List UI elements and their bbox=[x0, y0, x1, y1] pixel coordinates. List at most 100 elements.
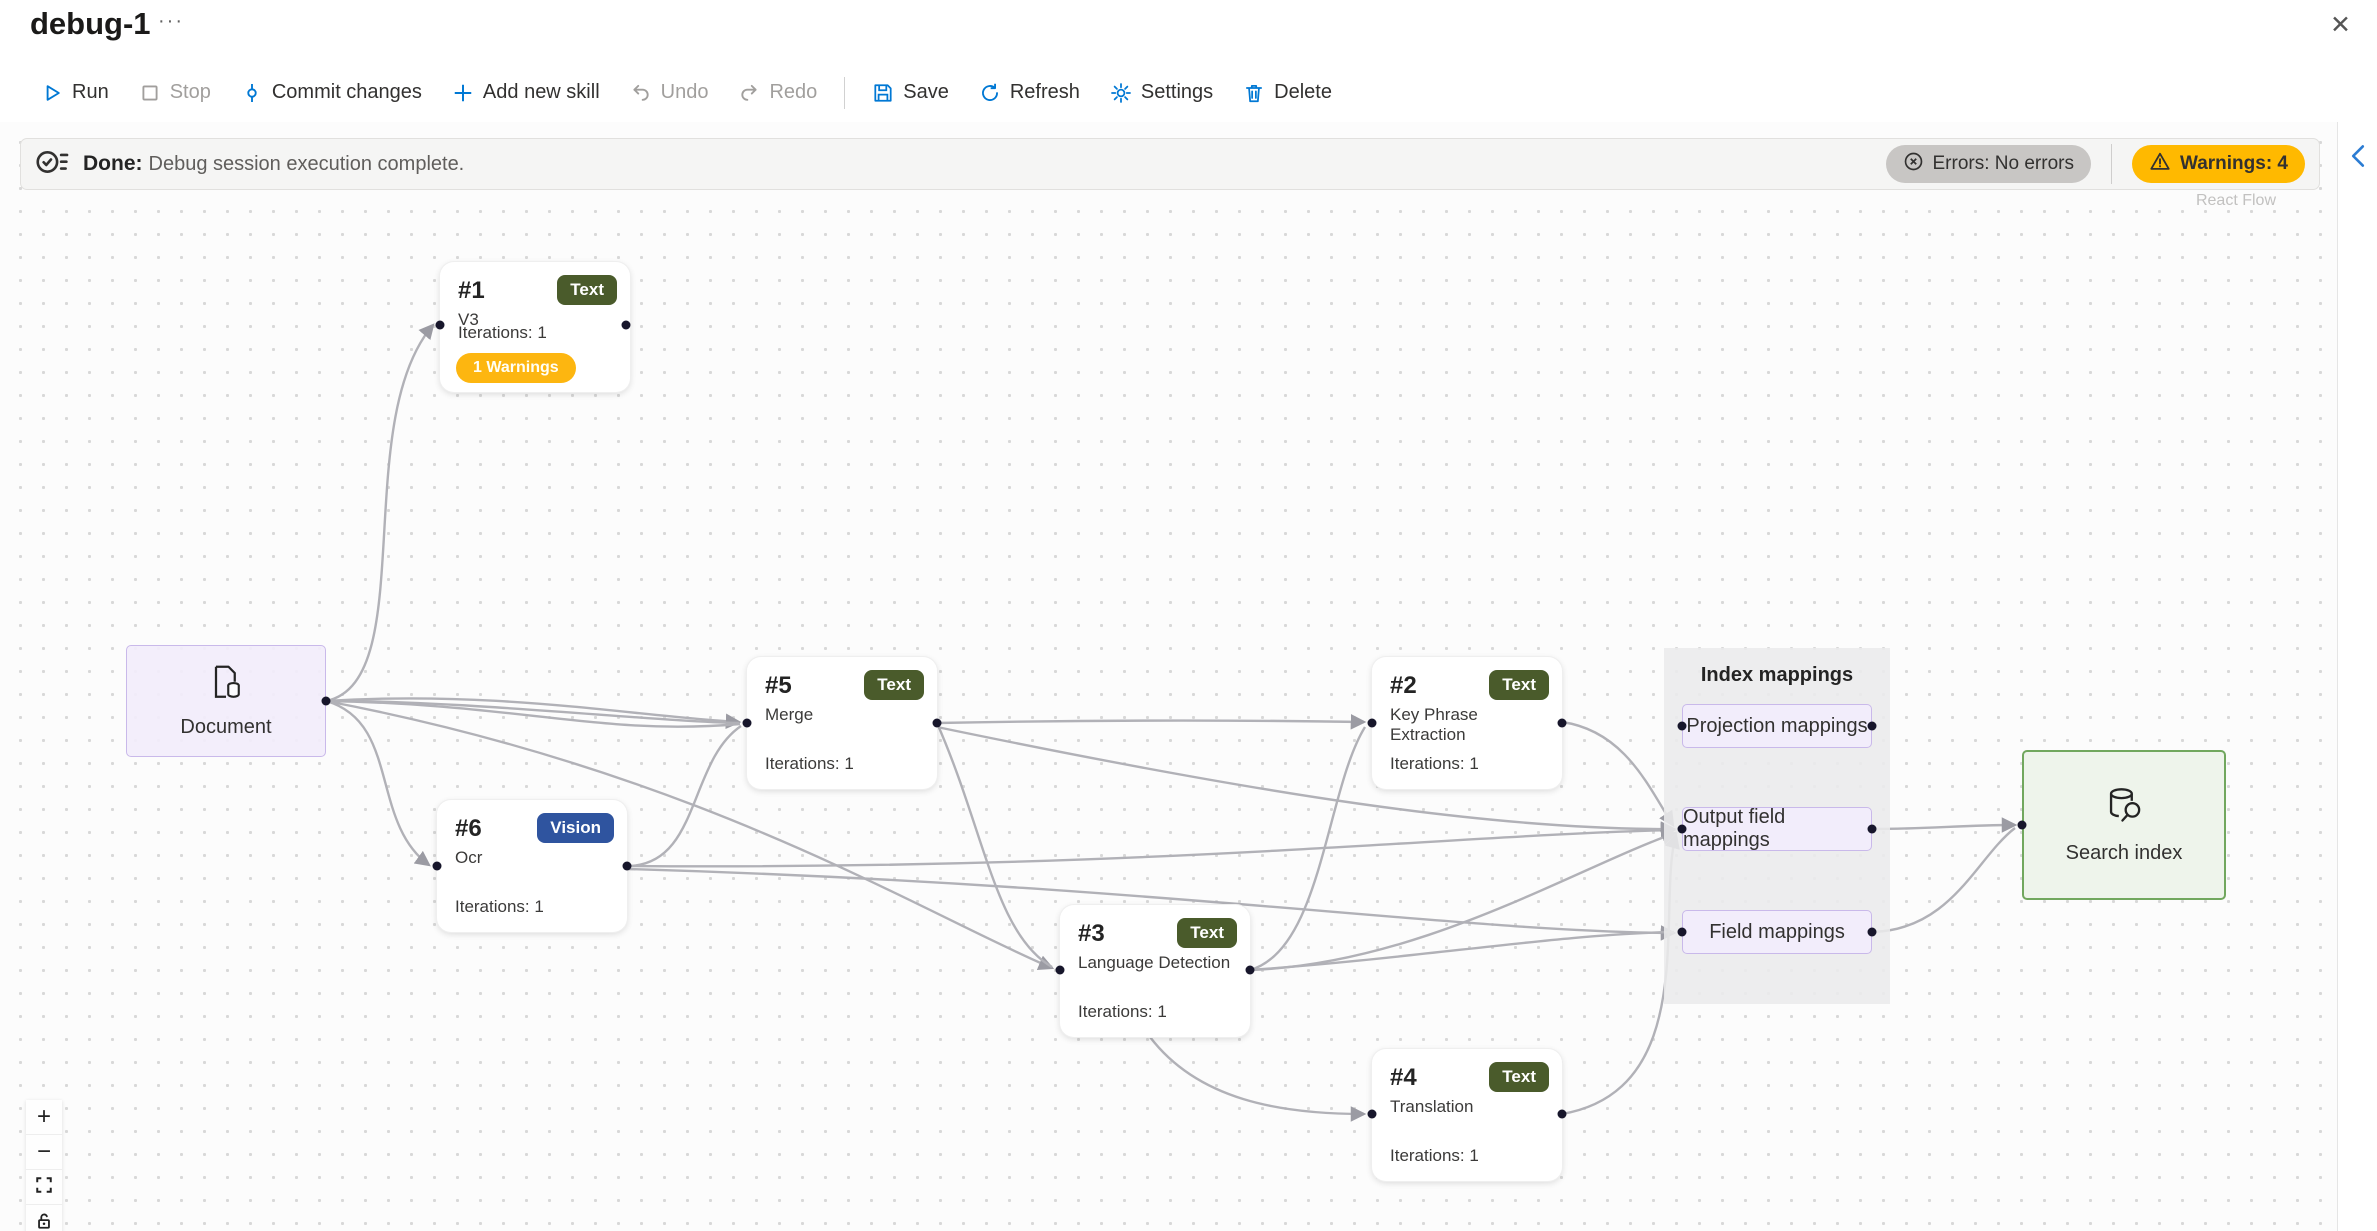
save-icon bbox=[872, 82, 894, 104]
run-button[interactable]: Run bbox=[26, 71, 124, 115]
handle-outputmappings-in[interactable] bbox=[1677, 824, 1687, 834]
document-label: Document bbox=[180, 715, 272, 738]
edge-skill5-skill3 bbox=[935, 722, 1053, 969]
handle-skill2-out[interactable] bbox=[1557, 718, 1567, 728]
handle-document-out[interactable] bbox=[321, 696, 331, 706]
settings-button[interactable]: Settings bbox=[1095, 71, 1228, 115]
flow-canvas[interactable]: React Flow bbox=[0, 122, 2338, 1231]
refresh-button[interactable]: Refresh bbox=[964, 71, 1095, 115]
handle-skill3-in[interactable] bbox=[1055, 965, 1065, 975]
warnings-badge[interactable]: Warnings: 4 bbox=[2131, 145, 2305, 183]
node-skill-6[interactable]: #6 Ocr Vision Iterations: 1 bbox=[437, 800, 627, 932]
node-output-field-mappings[interactable]: Output field mappings bbox=[1682, 806, 1872, 851]
handle-skill3-out[interactable] bbox=[1245, 965, 1255, 975]
edge-skill6-outputmappings bbox=[626, 822, 1677, 868]
fit-view-icon bbox=[35, 1173, 53, 1201]
side-panel-strip bbox=[2337, 122, 2377, 1231]
close-icon[interactable]: ✕ bbox=[2330, 11, 2351, 39]
node-skill-4[interactable]: #4 Translation Text Iterations: 1 bbox=[1372, 1049, 1562, 1181]
edge-outputmappings-searchindex bbox=[1871, 817, 2018, 833]
edge-skill2-outputmappings bbox=[1561, 720, 1675, 827]
skill-name: Language Detection bbox=[1078, 953, 1231, 972]
skill-iterations: Iterations: 1 bbox=[1390, 754, 1479, 773]
skill-warnings-badge[interactable]: 1 Warnings bbox=[456, 353, 576, 383]
zoom-out-button[interactable]: − bbox=[26, 1135, 62, 1170]
skill-iterations: Iterations: 1 bbox=[458, 323, 547, 342]
zoom-in-button[interactable]: + bbox=[26, 1100, 62, 1135]
reactflow-attribution: React Flow bbox=[2195, 192, 2276, 209]
skill-id: #5 bbox=[765, 672, 792, 699]
search-index-icon bbox=[2102, 785, 2146, 832]
search-index-label: Search index bbox=[2065, 842, 2183, 864]
handle-skill6-out[interactable] bbox=[622, 861, 632, 871]
handle-skill5-in[interactable] bbox=[742, 718, 752, 728]
toolbar-divider bbox=[844, 76, 846, 109]
plus-icon bbox=[452, 82, 474, 104]
skill-name: V3 bbox=[458, 310, 479, 329]
node-field-mappings[interactable]: Field mappings bbox=[1682, 910, 1872, 954]
node-skill-1[interactable]: #1 V3 Text Iterations: 1 1 Warnings bbox=[440, 262, 630, 392]
handle-skill2-in[interactable] bbox=[1367, 718, 1377, 728]
undo-icon bbox=[630, 82, 652, 104]
warning-triangle-icon bbox=[2149, 151, 2171, 178]
edge-skill6-skill5 bbox=[626, 725, 742, 868]
more-options-icon[interactable]: ··· bbox=[158, 10, 184, 32]
play-icon bbox=[41, 82, 63, 104]
skill-type-badge: Text bbox=[1489, 670, 1549, 700]
delete-button[interactable]: Delete bbox=[1228, 71, 1347, 115]
handle-outputmappings-out[interactable] bbox=[1867, 824, 1877, 834]
node-document[interactable]: Document bbox=[126, 645, 326, 757]
handle-skill1-out[interactable] bbox=[621, 320, 631, 330]
stop-icon bbox=[139, 82, 161, 104]
commit-changes-button[interactable]: Commit changes bbox=[226, 71, 437, 115]
handle-skill4-in[interactable] bbox=[1367, 1109, 1377, 1119]
edge-document-skill5-a bbox=[325, 697, 742, 730]
skill-iterations: Iterations: 1 bbox=[1390, 1146, 1479, 1165]
node-skill-5[interactable]: #5 Merge Text Iterations: 1 bbox=[747, 657, 937, 789]
skill-name: Translation bbox=[1390, 1097, 1474, 1116]
edge-skill6-fieldmappings bbox=[626, 867, 1677, 941]
status-message: Done:Debug session execution complete. bbox=[83, 152, 465, 175]
window-header: debug-1 ··· ✕ bbox=[0, 0, 2377, 60]
fit-view-button[interactable] bbox=[26, 1170, 62, 1205]
handle-skill4-out[interactable] bbox=[1557, 1109, 1567, 1119]
stop-button[interactable]: Stop bbox=[124, 71, 226, 115]
errors-badge[interactable]: Errors: No errors bbox=[1885, 145, 2091, 183]
save-button[interactable]: Save bbox=[857, 71, 964, 115]
skill-name: Merge bbox=[765, 705, 814, 724]
skill-id: #4 bbox=[1390, 1064, 1417, 1091]
skill-id: #2 bbox=[1390, 672, 1417, 699]
gear-icon bbox=[1110, 82, 1132, 104]
node-search-index[interactable]: Search index bbox=[2022, 750, 2226, 900]
handle-searchindex-in[interactable] bbox=[2017, 820, 2027, 830]
handle-skill5-out[interactable] bbox=[932, 718, 942, 728]
edge-layer bbox=[325, 323, 2018, 1122]
skill-type-badge: Text bbox=[1489, 1062, 1549, 1092]
edge-skill5-outputmappings bbox=[936, 725, 1677, 837]
skill-name: Ocr bbox=[455, 848, 483, 867]
redo-icon bbox=[738, 82, 760, 104]
plus-icon: + bbox=[36, 1103, 51, 1130]
page-title: debug-1 bbox=[30, 6, 151, 41]
handle-fieldmappings-out[interactable] bbox=[1867, 927, 1877, 937]
skill-id: #1 bbox=[458, 277, 485, 304]
node-skill-3[interactable]: #3 Language Detection Text Iterations: 1 bbox=[1060, 905, 1250, 1037]
node-skill-2[interactable]: #2 Key Phrase Extraction Text Iterations… bbox=[1372, 657, 1562, 789]
undo-button[interactable]: Undo bbox=[615, 71, 724, 115]
status-divider bbox=[2110, 144, 2112, 184]
add-new-skill-button[interactable]: Add new skill bbox=[437, 71, 615, 115]
error-circle-icon bbox=[1903, 151, 1924, 178]
handle-projection-out[interactable] bbox=[1867, 721, 1877, 731]
handle-skill6-in[interactable] bbox=[432, 861, 442, 871]
node-projection-mappings[interactable]: Projection mappings bbox=[1682, 704, 1872, 748]
lock-button[interactable] bbox=[26, 1205, 62, 1231]
skill-type-badge: Vision bbox=[537, 813, 614, 843]
redo-button[interactable]: Redo bbox=[723, 71, 832, 115]
edge-skill3-skill4 bbox=[1149, 1036, 1367, 1122]
handle-fieldmappings-in[interactable] bbox=[1677, 927, 1687, 937]
handle-projection-in[interactable] bbox=[1677, 721, 1687, 731]
edge-skill3-fieldmappings bbox=[1249, 930, 1675, 972]
handle-skill1-in[interactable] bbox=[435, 320, 445, 330]
edge-document-skill1 bbox=[325, 323, 435, 703]
expand-panel-button[interactable] bbox=[2344, 144, 2372, 172]
